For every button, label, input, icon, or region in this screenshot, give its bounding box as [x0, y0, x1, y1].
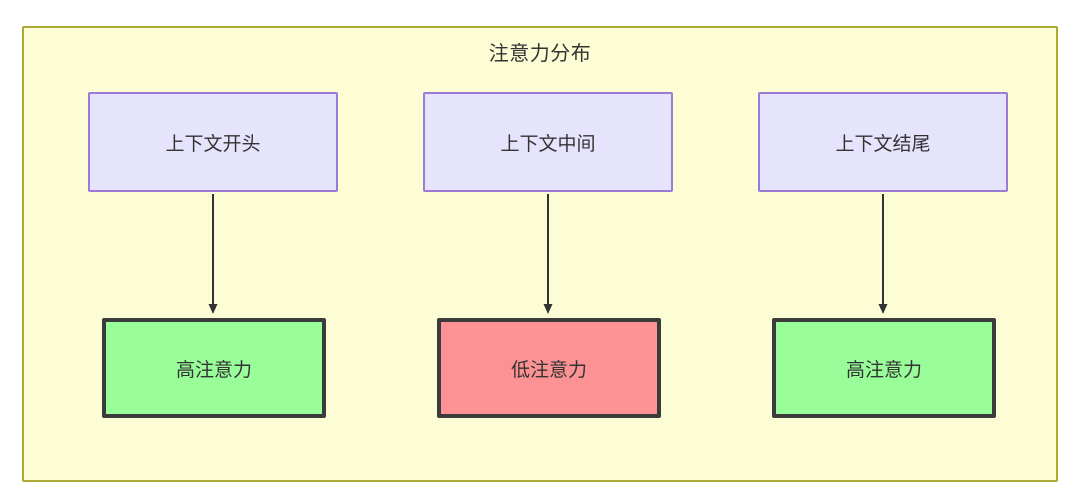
node-context-start[interactable]: 上下文开头 [88, 92, 338, 192]
node-context-middle[interactable]: 上下文中间 [423, 92, 673, 192]
node-high-attention-end[interactable]: 高注意力 [772, 318, 996, 418]
subgraph-title: 注意力分布 [488, 43, 592, 65]
node-context-middle-label: 上下文中间 [500, 133, 596, 155]
node-low-attention-middle-label: 低注意力 [510, 359, 587, 381]
node-context-end-label: 上下文结尾 [835, 133, 931, 155]
node-context-end[interactable]: 上下文结尾 [758, 92, 1008, 192]
node-high-attention-end-label: 高注意力 [845, 359, 922, 381]
node-context-start-label: 上下文开头 [165, 133, 261, 155]
node-high-attention-start-label: 高注意力 [175, 359, 252, 381]
node-low-attention-middle[interactable]: 低注意力 [437, 318, 661, 418]
node-high-attention-start[interactable]: 高注意力 [102, 318, 326, 418]
